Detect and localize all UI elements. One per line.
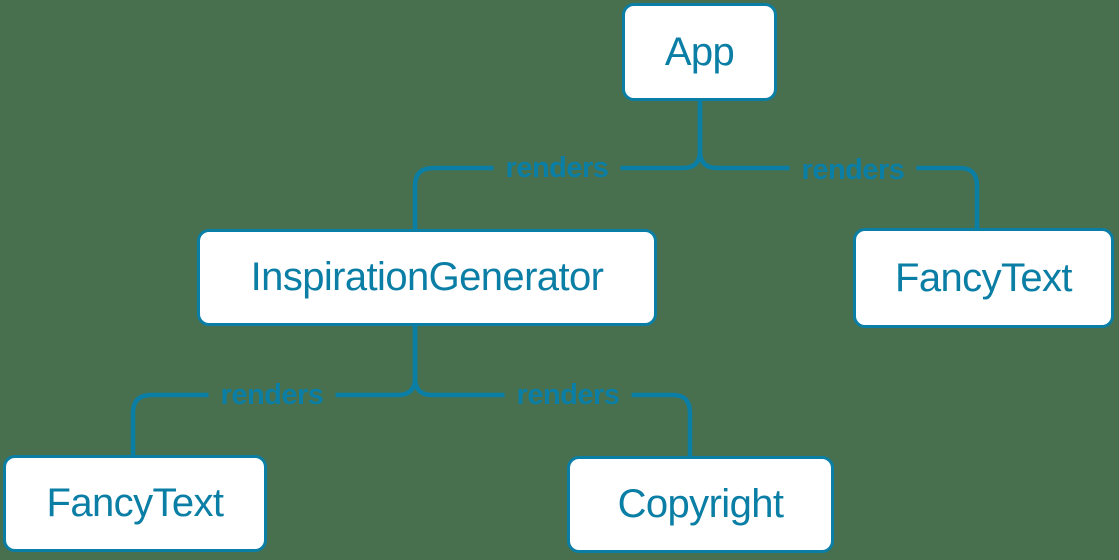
node-app: App	[622, 3, 777, 101]
edge-label-renders-app-inspirationgenerator: renders	[493, 151, 621, 185]
node-copyright: Copyright	[567, 456, 834, 553]
node-fancy-text-top-label: FancyText	[895, 255, 1072, 300]
node-inspiration-generator: InspirationGenerator	[197, 229, 657, 326]
edge-label-renders-app-fancytext: renders	[789, 153, 917, 187]
node-app-label: App	[664, 29, 735, 74]
node-copyright-label: Copyright	[617, 482, 784, 526]
edge-label-renders-inspirationgenerator-fancytext: renders	[208, 378, 336, 412]
edge-label-renders-inspirationgenerator-copyright: renders	[504, 378, 632, 412]
node-fancy-text-bottom: FancyText	[3, 455, 267, 552]
node-fancy-text-top: FancyText	[853, 228, 1114, 328]
node-fancy-text-bottom-label: FancyText	[46, 481, 224, 525]
node-inspiration-generator-label: InspirationGenerator	[250, 255, 604, 299]
